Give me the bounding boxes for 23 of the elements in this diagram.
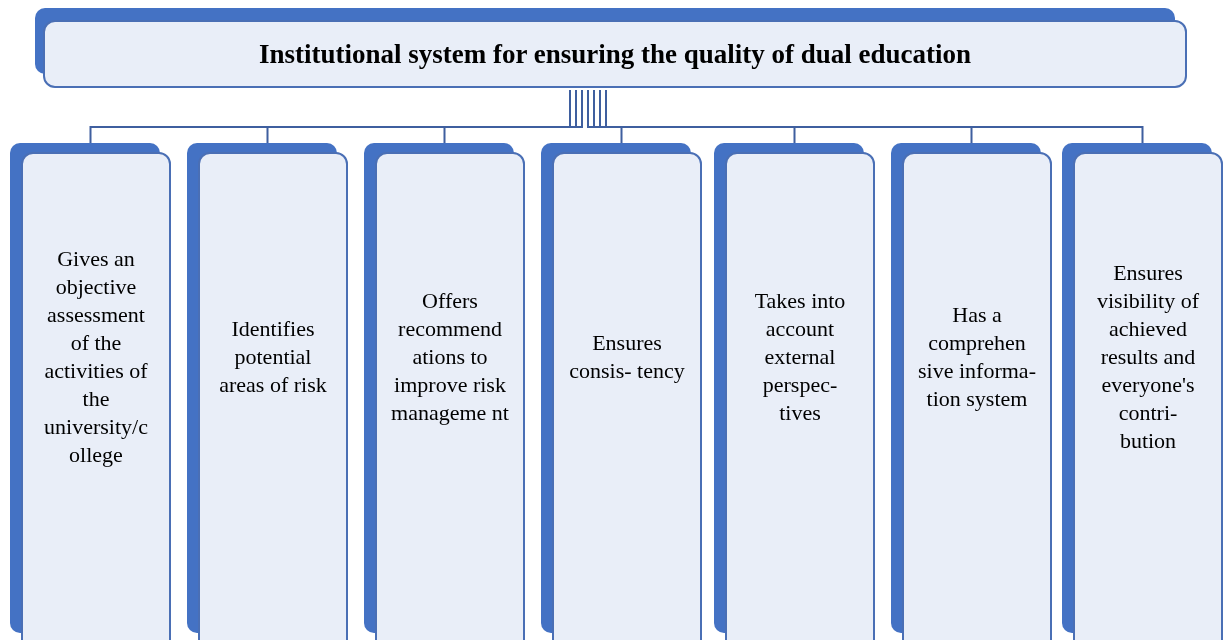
box-text: Gives an objective assessment of the activities of the university/c ollege — [43, 245, 149, 469]
box-text: Identifies potential areas of risk — [218, 315, 328, 399]
process-box — [364, 143, 525, 640]
heading-text: Institutional system for ensuring the quality of dual education — [258, 38, 972, 70]
process-box — [541, 143, 702, 640]
title-box — [35, 8, 1187, 90]
process-box — [714, 143, 875, 640]
box-text: Offers recommend ations to improve risk manageme nt — [391, 287, 509, 427]
connector-line — [599, 89, 973, 144]
box-text: Takes into account external perspec- tives — [753, 287, 847, 427]
connector-line — [266, 89, 577, 144]
connector-line — [605, 89, 1144, 144]
box-text: Ensures visibility of achieved results and everyone's contri- bution — [1095, 259, 1201, 455]
box-text: Has a comprehen sive informa- tion system — [918, 301, 1036, 413]
process-box — [891, 143, 1052, 640]
connector-line — [89, 89, 571, 144]
connector-line — [587, 89, 623, 144]
box-text: Ensures consis- tency — [568, 329, 686, 385]
connector-line — [593, 89, 796, 144]
process-box — [1062, 143, 1223, 640]
process-box — [10, 143, 171, 640]
process-box — [187, 143, 348, 640]
connector-line — [443, 89, 583, 144]
